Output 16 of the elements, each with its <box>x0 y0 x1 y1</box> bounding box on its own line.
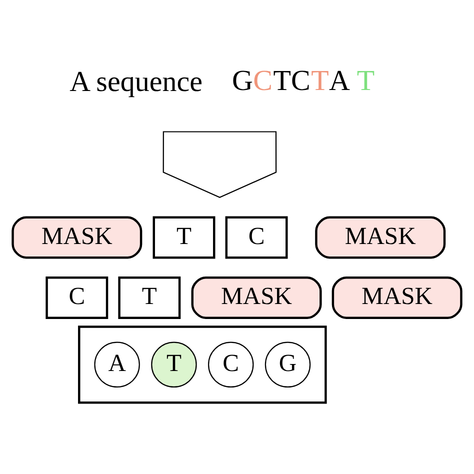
node-box: MASK <box>332 276 462 318</box>
node-box: MASK <box>12 216 142 258</box>
node-box: C <box>46 276 108 318</box>
node-box: MASK <box>191 276 322 318</box>
node-circle: T <box>151 341 197 388</box>
node-circle: G <box>264 341 311 388</box>
node-box: T <box>152 216 216 258</box>
cluster <box>78 325 327 404</box>
label: A sequence <box>70 66 202 98</box>
node-box: MASK <box>315 216 446 258</box>
node-circle: C <box>208 341 254 388</box>
node-arrow <box>162 130 277 198</box>
label: GCTCTA T <box>232 64 375 97</box>
node-circle: A <box>94 341 140 388</box>
node-box: C <box>225 216 288 258</box>
node-box: T <box>118 276 181 318</box>
